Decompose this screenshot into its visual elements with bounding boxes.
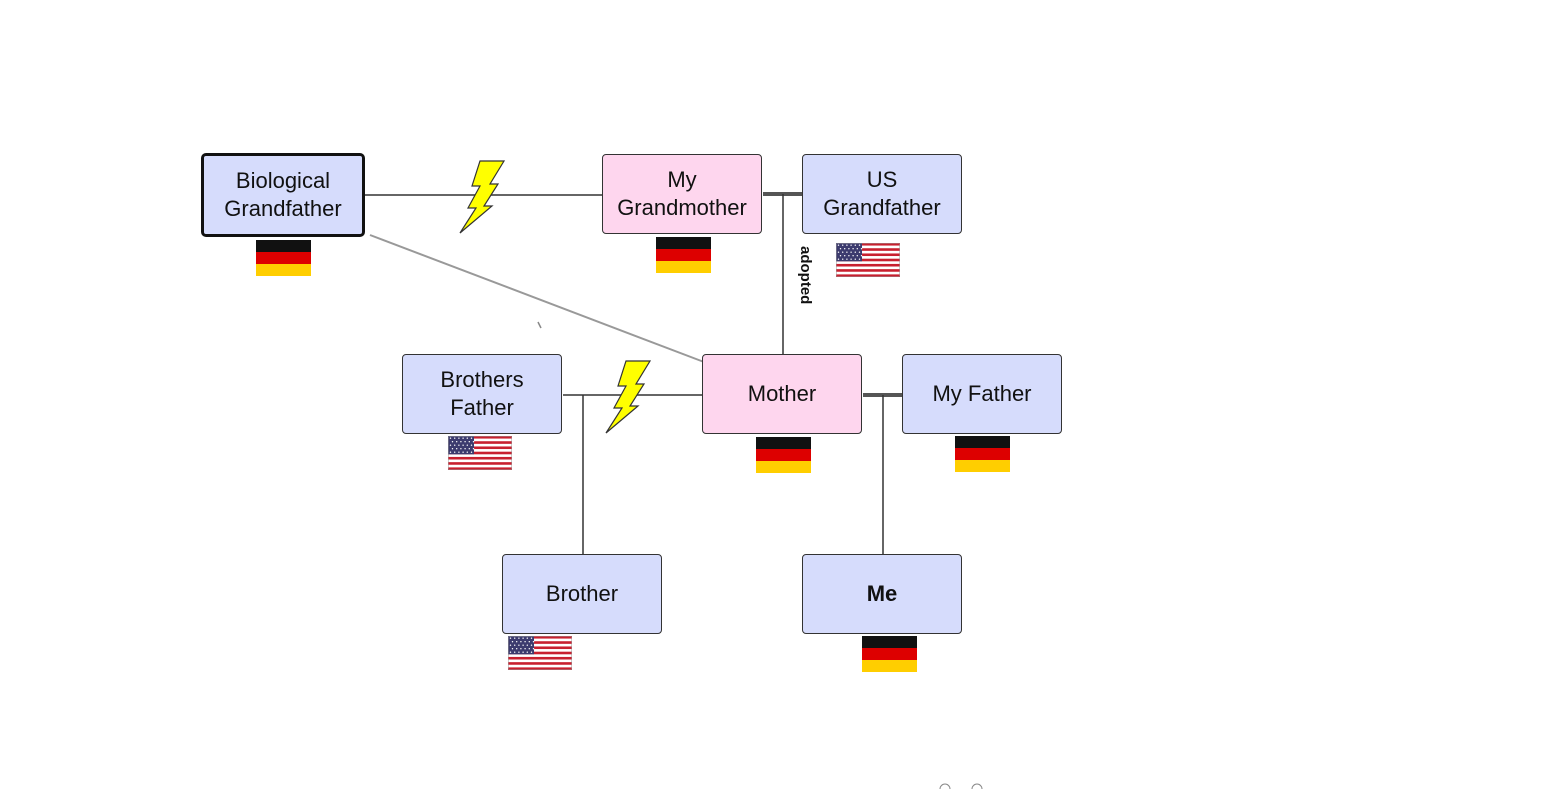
biological-parent-link (369, 234, 705, 363)
germany-flag-icon (656, 237, 711, 273)
germany-flag-icon (862, 636, 917, 672)
node-mother[interactable]: Mother (702, 354, 862, 434)
germany-flag-icon (955, 436, 1010, 472)
node-me[interactable]: Me (802, 554, 962, 634)
node-label: Brothers Father (440, 367, 524, 420)
node-label: Me (866, 581, 898, 606)
node-brothers-father[interactable]: Brothers Father (402, 354, 562, 434)
node-label: My Father (932, 381, 1032, 406)
usa-flag-icon (508, 636, 572, 670)
node-my-grandmother[interactable]: My Grandmother (602, 154, 762, 234)
germany-flag-icon (256, 240, 311, 276)
lightning-bolt-icon (605, 360, 652, 434)
germany-flag-icon (756, 437, 811, 473)
usa-flag-icon (836, 243, 900, 277)
node-brother[interactable]: Brother (502, 554, 662, 634)
node-label: US Grandfather (823, 167, 941, 220)
node-label: Mother (747, 381, 817, 406)
usa-flag-icon (448, 436, 512, 470)
node-my-father[interactable]: My Father (902, 354, 1062, 434)
node-us-grandfather[interactable]: US Grandfather (802, 154, 962, 234)
lightning-bolt-icon (459, 160, 506, 234)
node-label: Brother (545, 581, 619, 606)
adopted-label: adopted (797, 246, 814, 305)
node-biological-grandfather[interactable]: Biological Grandfather (201, 153, 365, 237)
node-label: Biological Grandfather (224, 168, 342, 221)
node-label: My Grandmother (617, 167, 747, 220)
stray-mark (537, 321, 542, 329)
stray-mark-bottom (939, 783, 983, 789)
